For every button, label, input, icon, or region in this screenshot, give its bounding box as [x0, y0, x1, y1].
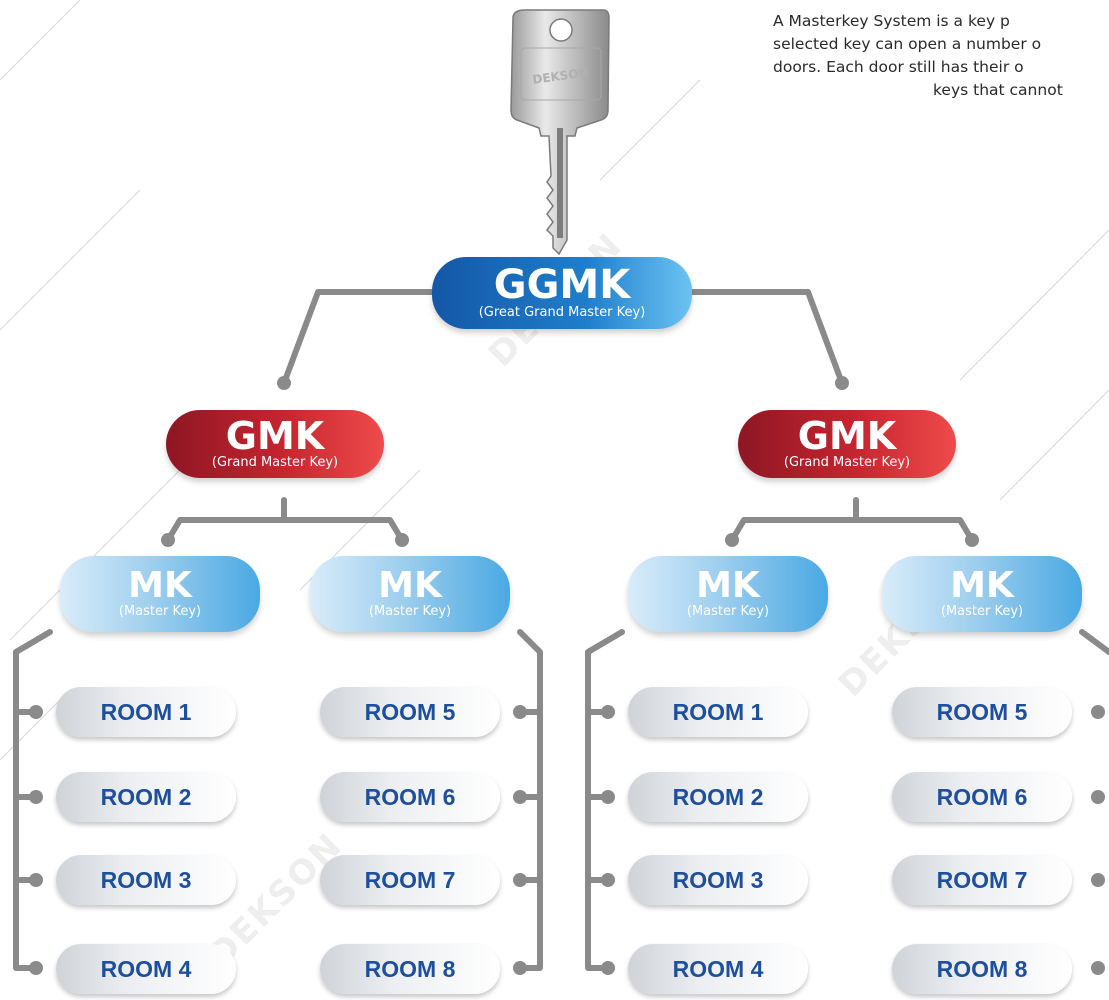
room-node: ROOM 8	[320, 944, 500, 994]
gmk-title: GMK	[225, 414, 325, 459]
mk-subtitle: (Master Key)	[118, 604, 202, 620]
mk-subtitle: (Master Key)	[368, 604, 452, 620]
room-node: ROOM 3	[628, 855, 808, 905]
room-node: ROOM 6	[892, 772, 1072, 822]
room-node: ROOM 5	[320, 687, 500, 737]
ggmk-subtitle: (Great Grand Master Key)	[478, 305, 646, 321]
room-node: ROOM 3	[56, 855, 236, 905]
ggmk-node: GGMK (Great Grand Master Key)	[432, 257, 692, 329]
room-node: ROOM 5	[892, 687, 1072, 737]
mk-node: MK (Master Key)	[882, 556, 1082, 632]
mk-node: MK (Master Key)	[628, 556, 828, 632]
room-node: ROOM 2	[628, 772, 808, 822]
mk-node: MK (Master Key)	[60, 556, 260, 632]
intro-text: A Masterkey System is a key p selected k…	[773, 10, 1109, 102]
intro-line: selected key can open a number o	[773, 35, 1042, 53]
mk-subtitle: (Master Key)	[940, 604, 1024, 620]
mk-title: MK	[950, 565, 1014, 607]
room-node: ROOM 4	[628, 944, 808, 994]
room-node: ROOM 4	[56, 944, 236, 994]
gmk-node-left: GMK (Grand Master Key)	[166, 410, 384, 478]
gmk-title: GMK	[797, 414, 897, 459]
intro-line: A Masterkey System is a key p	[773, 12, 1010, 30]
mk-title: MK	[128, 565, 192, 607]
room-node: ROOM 7	[892, 855, 1072, 905]
intro-line: keys that cannot	[933, 81, 1063, 99]
gmk-subtitle: (Grand Master Key)	[783, 455, 911, 471]
key-icon: DEKSON	[510, 9, 610, 256]
room-node: ROOM 2	[56, 772, 236, 822]
gmk-subtitle: (Grand Master Key)	[211, 455, 339, 471]
mk-node: MK (Master Key)	[310, 556, 510, 632]
room-node: ROOM 1	[56, 687, 236, 737]
room-node: ROOM 1	[628, 687, 808, 737]
intro-line: doors. Each door still has their o	[773, 58, 1024, 76]
mk-title: MK	[696, 565, 760, 607]
mk-subtitle: (Master Key)	[686, 604, 770, 620]
mk-title: MK	[378, 565, 442, 607]
ggmk-title: GGMK	[493, 262, 631, 309]
room-node: ROOM 6	[320, 772, 500, 822]
gmk-node-right: GMK (Grand Master Key)	[738, 410, 956, 478]
room-node: ROOM 7	[320, 855, 500, 905]
room-node: ROOM 8	[892, 944, 1072, 994]
